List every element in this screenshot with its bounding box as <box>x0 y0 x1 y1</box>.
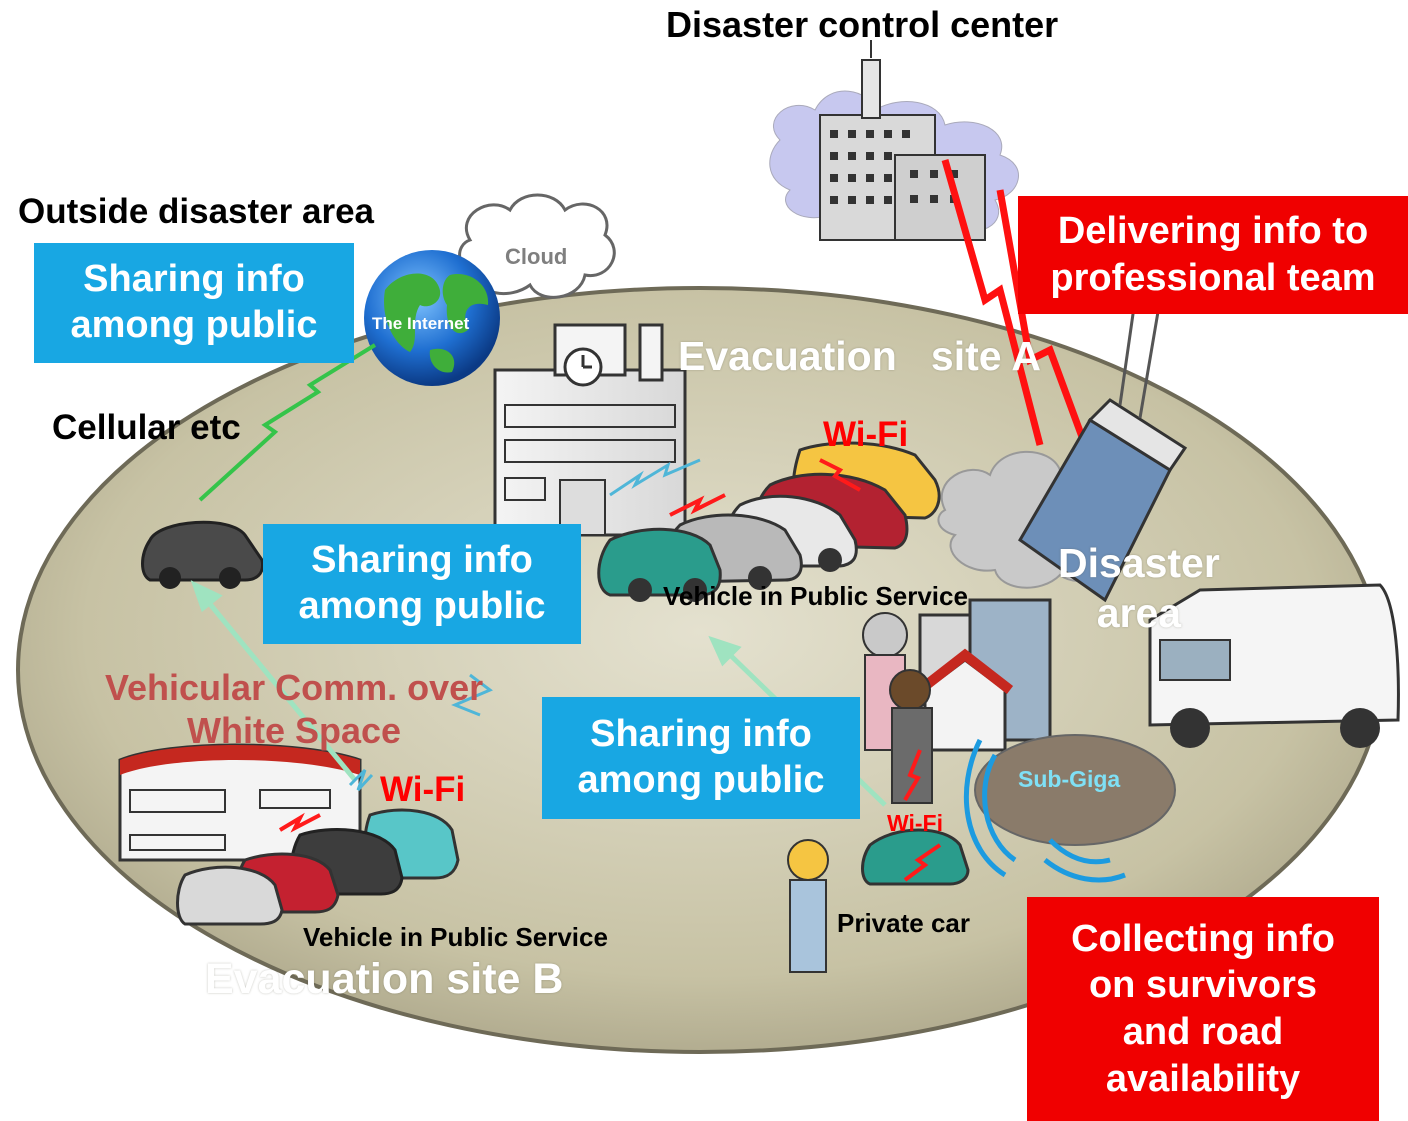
vehicular-line1: Vehicular Comm. over <box>105 667 484 708</box>
disaster-line2: area <box>1096 590 1182 637</box>
collect-line3: and road <box>1122 1011 1284 1053</box>
vehicular-line2: White Space <box>187 710 402 752</box>
share-top-line2: among public <box>70 304 318 346</box>
subgiga-label: Sub-Giga <box>1018 766 1121 792</box>
delivering-info-box: Delivering info to professional team <box>1018 196 1408 314</box>
share-mid-line1: Sharing info <box>311 539 533 582</box>
cellular-label: Cellular etc <box>52 408 241 447</box>
collect-line4: availability <box>1105 1057 1301 1100</box>
share-info-box-bottom: Sharing info among public <box>542 697 860 819</box>
disaster-area-label: Disaster area <box>1058 538 1220 638</box>
cars-site-a <box>597 441 941 602</box>
share-bottom-line2: among public <box>577 759 825 801</box>
share-info-box-top: Sharing info among public <box>34 243 354 363</box>
wifi-label-site-a: Wi-Fi <box>823 415 909 454</box>
school-building-a <box>493 323 687 537</box>
internet-label: The Internet <box>372 314 470 333</box>
collecting-info-box: Collecting info on survivors and road av… <box>1027 897 1379 1121</box>
share-bottom-line1: Sharing info <box>590 713 812 756</box>
deliver-line2: professional team <box>1050 257 1376 299</box>
wifi-label-private: Wi-Fi <box>887 810 943 836</box>
site-b-label: Evacuation site B <box>205 955 564 1003</box>
site-a-label: Evacuation site A <box>678 333 1042 379</box>
van-illustration <box>1148 583 1400 748</box>
deliver-line1: Delivering info to <box>1057 210 1369 253</box>
red-link-1 <box>941 159 1044 446</box>
share-info-box-middle: Sharing info among public <box>263 524 581 644</box>
collect-line1: Collecting info <box>1071 917 1335 960</box>
cars-site-b <box>176 808 460 926</box>
vehicle-public-label-b: Vehicle in Public Service <box>303 922 608 952</box>
cellular-link <box>198 343 377 502</box>
worker-illustration <box>787 839 829 973</box>
collapsed-houses <box>916 598 1052 752</box>
school-building-b <box>118 743 362 862</box>
globe-illustration <box>364 250 500 386</box>
private-car-label: Private car <box>837 908 970 938</box>
vehicular-comm-label: Vehicular Comm. over White Space <box>105 666 483 752</box>
cloud-label: Cloud <box>505 244 568 269</box>
share-top-line1: Sharing info <box>83 258 305 301</box>
survivors-illustration <box>862 612 933 804</box>
private-car-illustration <box>861 828 970 886</box>
wifi-label-site-b: Wi-Fi <box>380 770 466 809</box>
disaster-line1: Disaster <box>1058 540 1220 586</box>
vehicle-public-label-a: Vehicle in Public Service <box>663 581 968 611</box>
subgiga-area <box>963 734 1176 883</box>
disaster-building <box>937 299 1188 603</box>
outside-area-title: Outside disaster area <box>18 192 374 231</box>
collect-line2: on survivors <box>1088 964 1318 1007</box>
car-outside-link <box>141 520 265 589</box>
share-mid-line2: among public <box>298 585 546 627</box>
wifi-lightnings <box>278 458 942 882</box>
control-center-illustration <box>769 40 1019 241</box>
control-center-title: Disaster control center <box>666 4 1059 45</box>
